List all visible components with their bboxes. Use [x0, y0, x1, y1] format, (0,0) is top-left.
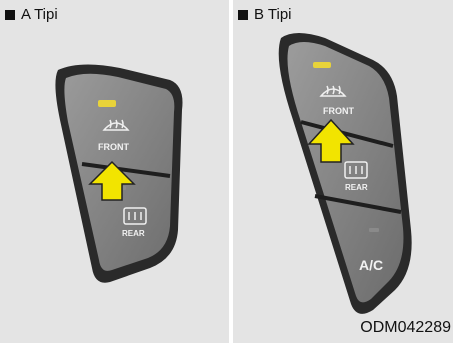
rear-button-label: REAR [122, 229, 145, 238]
switch-a-illustration: FRONT REAR [55, 64, 183, 283]
panel-b-tipi: B Tipi FRONT [233, 0, 453, 343]
switch-b-illustration: FRONT REAR A/C [278, 33, 412, 314]
panel-b-heading: B Tipi [238, 6, 292, 23]
ac-button-label: A/C [359, 257, 383, 273]
rear-defrost-button[interactable]: REAR [344, 161, 368, 192]
bullet-square-icon [238, 9, 248, 20]
rear-button-label: REAR [345, 183, 368, 192]
rear-defrost-icon [123, 207, 147, 225]
push-arrow-icon [88, 160, 136, 201]
panel-b-label: B Tipi [254, 6, 292, 23]
front-button-label: FRONT [98, 142, 129, 152]
ac-indicator-light [369, 228, 379, 232]
push-arrow-icon [307, 118, 355, 163]
bullet-square-icon [5, 9, 15, 20]
rear-defrost-icon [344, 161, 368, 179]
panel-a-label: A Tipi [21, 6, 58, 23]
ac-button[interactable]: A/C [359, 228, 383, 273]
front-indicator-light [98, 100, 116, 107]
front-defrost-button[interactable]: FRONT [313, 62, 354, 116]
front-defrost-button[interactable]: FRONT [98, 100, 130, 152]
front-defrost-icon [319, 85, 347, 97]
panel-a-heading: A Tipi [5, 6, 58, 23]
panel-a-tipi: A Tipi FRONT [0, 0, 229, 343]
front-indicator-light [313, 62, 331, 68]
front-button-label: FRONT [323, 106, 354, 116]
figure-code: ODM042289 [360, 319, 451, 336]
front-defrost-icon [102, 119, 130, 131]
